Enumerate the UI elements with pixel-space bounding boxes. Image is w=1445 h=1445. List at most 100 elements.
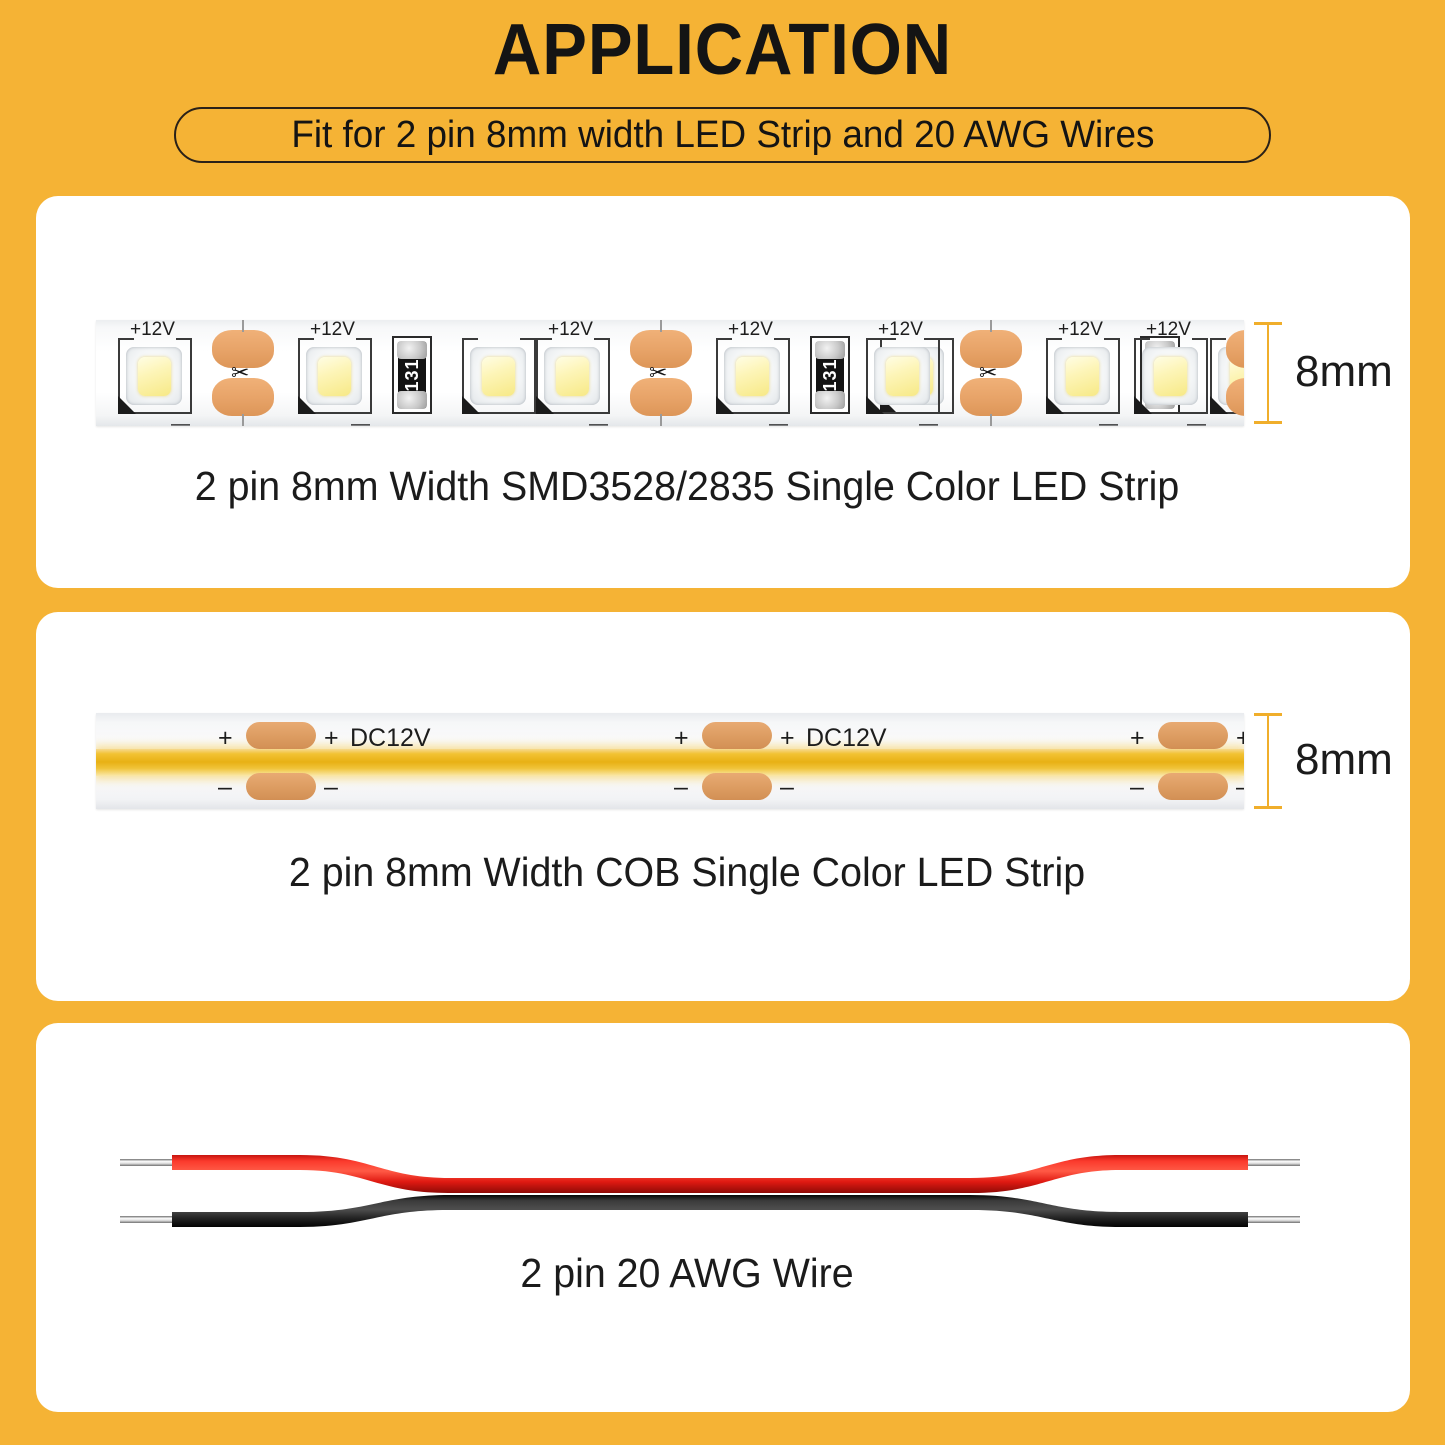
pad-plus-sign-left: + xyxy=(1130,724,1145,752)
dimension-label-cob: 8mm xyxy=(1295,735,1393,784)
cob-pad-positive xyxy=(1158,722,1228,749)
awg-wire-image xyxy=(120,1155,1300,1227)
voltage-label: +12V xyxy=(1146,320,1191,340)
smd-repeat-unit: +12V — ✂ +12V — 131 xyxy=(96,320,454,426)
led-package: +12V — xyxy=(536,320,610,426)
subtitle-text: Fit for 2 pin 8mm width LED Strip and 20… xyxy=(290,114,1155,156)
cob-phosphor-line xyxy=(96,749,1244,776)
led-phosphor xyxy=(556,357,589,396)
resistor-cap-bottom xyxy=(815,391,845,409)
pad-plus-sign-right: + xyxy=(780,724,795,752)
pad-minus-sign-left: – xyxy=(1130,773,1144,801)
pad-minus-sign-right: – xyxy=(324,773,338,801)
smd-led-strip-image: +12V — ✂ +12V — 131 xyxy=(96,320,1244,426)
cut-line-top xyxy=(242,320,244,332)
wire-conductor-left-positive xyxy=(120,1159,176,1166)
negative-label: — xyxy=(1099,414,1118,426)
pad-plus-sign-right: + xyxy=(1236,724,1244,752)
page-title: APPLICATION xyxy=(492,10,953,90)
led-body xyxy=(874,347,930,405)
led-package: +12V — xyxy=(118,320,192,426)
negative-label: — xyxy=(351,414,370,426)
dimension-marker-smd xyxy=(1254,322,1282,424)
caption-cob: 2 pin 8mm Width COB Single Color LED Str… xyxy=(288,849,1086,895)
pad-plus-sign-right: + xyxy=(324,724,339,752)
pad-minus-sign-left: – xyxy=(218,773,232,801)
cut-pad-positive xyxy=(960,330,1022,368)
cut-line-bottom xyxy=(990,414,992,426)
cut-line-top xyxy=(660,320,662,332)
led-phosphor xyxy=(736,357,769,396)
negative-label: — xyxy=(769,414,788,426)
led-body xyxy=(126,347,182,405)
cut-pad-negative xyxy=(630,378,692,416)
cob-pad-negative xyxy=(1158,773,1228,800)
led-body xyxy=(470,347,526,405)
led-phosphor xyxy=(318,357,351,396)
cob-pad-negative xyxy=(246,773,316,800)
led-bracket xyxy=(1046,338,1120,414)
wire-conductor-left-negative xyxy=(120,1216,176,1223)
cut-pad-positive xyxy=(1226,330,1244,368)
resistor-cap-top xyxy=(815,341,845,359)
cob-voltage-label: DC12V xyxy=(806,724,887,752)
led-package: +12V — xyxy=(1046,320,1120,426)
resistor-package: 131 xyxy=(392,336,432,414)
led-bracket xyxy=(118,338,192,414)
led-package: +12V — xyxy=(866,320,940,426)
pad-plus-sign-left: + xyxy=(218,724,233,752)
led-body xyxy=(544,347,600,405)
cob-pad-negative xyxy=(702,773,772,800)
voltage-label: +12V xyxy=(1058,320,1103,340)
led-phosphor xyxy=(886,357,919,396)
pad-minus-sign-right: – xyxy=(1236,775,1244,800)
led-body xyxy=(306,347,362,405)
dimension-label-smd: 8mm xyxy=(1295,347,1393,396)
pad-minus-sign-right: – xyxy=(780,773,794,801)
led-body xyxy=(1054,347,1110,405)
pad-plus-sign-left: + xyxy=(674,724,689,752)
scissors-icon: ✂ xyxy=(979,360,998,385)
resistor-cap-top xyxy=(397,341,427,359)
led-phosphor xyxy=(482,357,515,396)
wire-black-negative xyxy=(172,1195,1248,1227)
voltage-label: +12V xyxy=(728,320,773,340)
cob-pad-positive xyxy=(702,722,772,749)
led-package: +12V — xyxy=(716,320,790,426)
cob-pad-positive xyxy=(246,722,316,749)
cut-pad-positive xyxy=(630,330,692,368)
led-bracket xyxy=(298,338,372,414)
led-bracket xyxy=(866,338,940,414)
cut-pad-positive xyxy=(212,330,274,368)
scissors-icon: ✂ xyxy=(649,360,668,385)
led-body xyxy=(724,347,780,405)
led-bracket xyxy=(716,338,790,414)
led-phosphor xyxy=(138,357,171,396)
voltage-label: +12V xyxy=(310,320,355,340)
cut-pad-negative xyxy=(960,378,1022,416)
caption-wire: 2 pin 20 AWG Wire xyxy=(520,1250,854,1296)
cob-led-strip-image: + + DC12V – – + + DC12V – – + + DC12V – … xyxy=(96,713,1244,809)
cut-line-bottom xyxy=(242,414,244,426)
led-phosphor xyxy=(1066,357,1099,396)
subtitle-pill: Fit for 2 pin 8mm width LED Strip and 20… xyxy=(174,107,1271,163)
scissors-icon: ✂ xyxy=(231,360,250,385)
wire-conductor-right-positive xyxy=(1244,1159,1300,1166)
resistor-code: 131 xyxy=(820,358,840,392)
wire-red-positive xyxy=(172,1155,1248,1193)
voltage-label: +12V xyxy=(130,320,175,340)
caption-smd: 2 pin 8mm Width SMD3528/2835 Single Colo… xyxy=(194,463,1180,509)
led-package xyxy=(462,338,536,414)
resistor-cap-bottom xyxy=(397,391,427,409)
led-phosphor xyxy=(1154,357,1187,396)
cut-pad-negative xyxy=(212,378,274,416)
voltage-label: +12V xyxy=(548,320,593,340)
cob-voltage-label: DC12V xyxy=(350,724,431,752)
resistor-package: 131 xyxy=(810,336,850,414)
led-bracket xyxy=(1134,338,1208,414)
led-package: +12V — xyxy=(298,320,372,426)
smd-repeat-unit: +12V — ✂ +12V — 131 xyxy=(536,320,954,426)
led-body xyxy=(1142,347,1198,405)
negative-label: — xyxy=(171,414,190,426)
voltage-label: +12V xyxy=(878,320,923,340)
